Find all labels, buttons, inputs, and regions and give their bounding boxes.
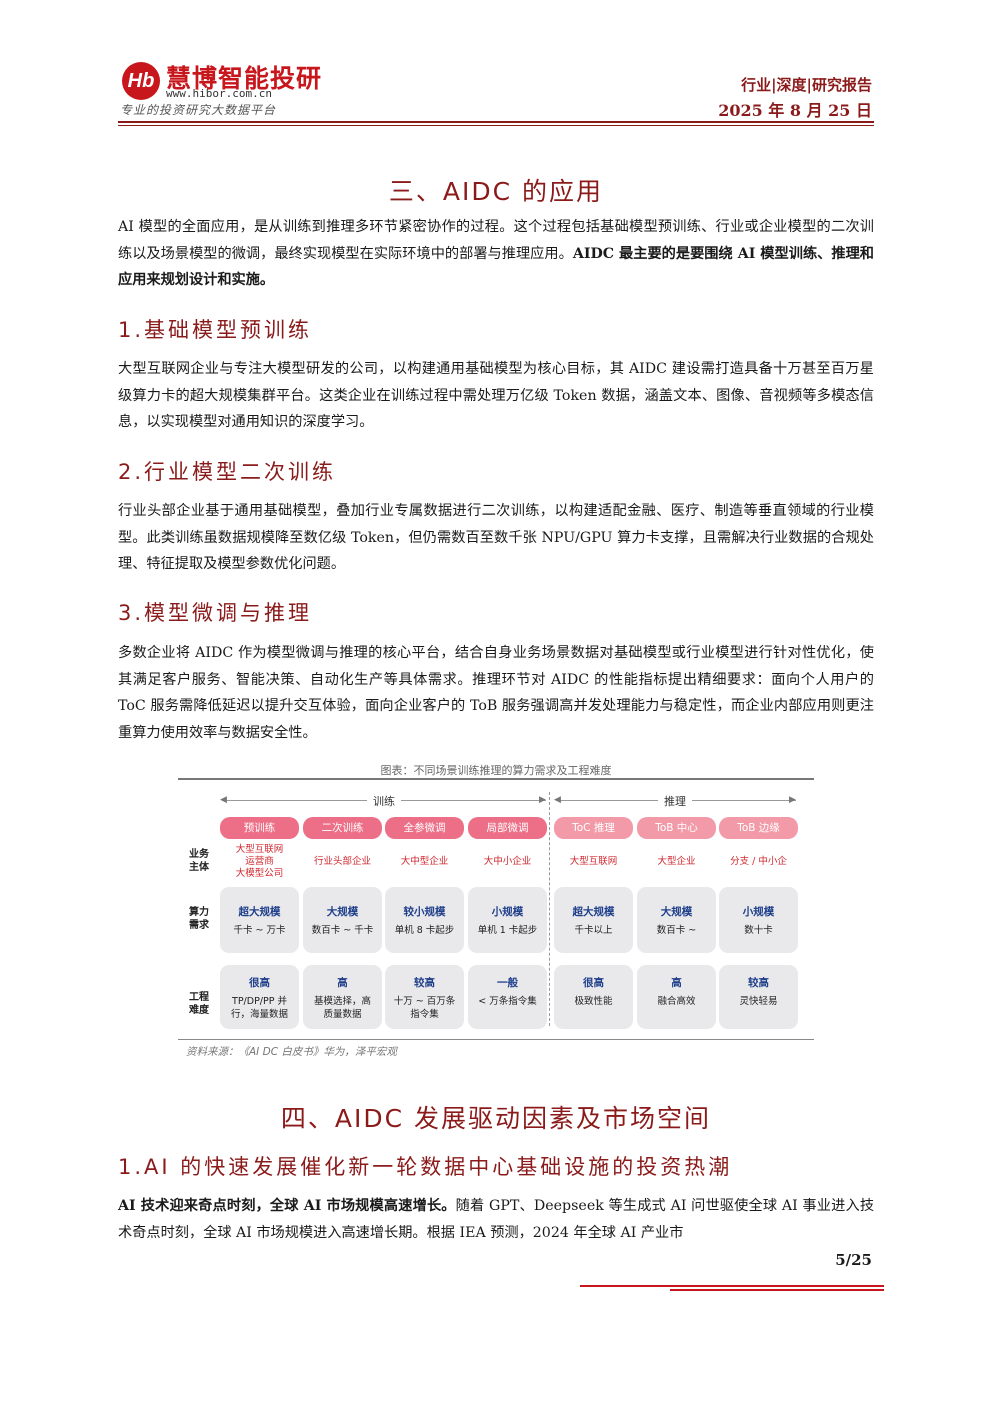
- difficulty-level: 高: [671, 977, 682, 989]
- compute-level: 大规模: [326, 906, 359, 918]
- compute-detail: 千卡以上: [574, 925, 613, 936]
- section3-intro-bold: AIDC 最主要的是要围绕 AI 模型训练、推理和应用来规划设计和实施。: [118, 245, 874, 289]
- section4-text: AI 技术迎来奇点时刻，全球 AI 市场规模高速增长。随着 GPT、Deepse…: [118, 1193, 874, 1246]
- compute-demand-card: 大规模数百卡 ~: [637, 887, 716, 953]
- difficulty-detail: 极致性能: [574, 996, 613, 1007]
- report-type: 行业|深度|研究报告: [741, 76, 872, 94]
- difficulty-detail: 十万 ~ 百万条 指令集: [393, 996, 456, 1020]
- footer-rule: [580, 1285, 884, 1287]
- compute-detail: 单机 8 卡起步: [394, 925, 455, 936]
- figure-caption: 图表：不同场景训练推理的算力需求及工程难度: [380, 764, 612, 777]
- compute-level: 小规模: [742, 906, 775, 918]
- figure-bottom-rule: [178, 1039, 814, 1040]
- row-label-difficulty: 工程 难度: [189, 992, 209, 1016]
- business-subject-cell: 大中型企业: [400, 856, 449, 867]
- header-rule-thin: [118, 125, 874, 126]
- subsection1-title: 1.基础模型预训练: [118, 318, 313, 342]
- compute-detail: 数十卡: [744, 925, 773, 936]
- figure-table: ◀ ▶ 训练 ◀ ▶ 推理 业务 主体 算力 需求 工程 难度 预训练大型互联网…: [178, 780, 814, 1038]
- section4-title: 四、AIDC 发展驱动因素及市场空间: [280, 1104, 712, 1133]
- section3-intro: AI 模型的全面应用，是从训练到推理多环节紧密协作的过程。这个过程包括基础模型预…: [118, 214, 874, 294]
- arrow-right-icon: ▶: [789, 795, 796, 805]
- header-rule: [118, 121, 874, 123]
- compute-detail: 数百卡 ~ 千卡: [311, 925, 374, 936]
- compute-level: 较小规模: [403, 906, 446, 918]
- business-subject-cell: 大型互联网: [569, 856, 618, 867]
- figure-top-rule: [178, 778, 814, 780]
- row-label-subject: 业务 主体: [189, 849, 209, 873]
- arrow-right-icon: ▶: [539, 795, 546, 805]
- brand-name: 慧博智能投研: [166, 64, 323, 93]
- business-subject-cell: 大型企业: [657, 856, 696, 867]
- brand-logo-icon: Hb: [122, 62, 160, 100]
- difficulty-level: 较高: [748, 977, 769, 989]
- compute-level: 超大规模: [238, 906, 281, 918]
- column-header: 预训练: [220, 817, 299, 839]
- business-subject-cell: 行业头部企业: [313, 856, 371, 867]
- arrow-left-icon: ◀: [554, 795, 561, 805]
- subsection2-text: 行业头部企业基于通用基础模型，叠加行业专属数据进行二次训练，以构建适配金融、医疗…: [118, 503, 874, 572]
- engineering-difficulty-card: 一般 < 万条指令集: [468, 965, 547, 1029]
- compute-demand-card: 小规模数十卡: [719, 887, 798, 953]
- difficulty-detail: 灵快轻易: [739, 996, 778, 1007]
- column-header: 局部微调: [468, 817, 547, 839]
- column-header: 二次训练: [303, 817, 382, 839]
- difficulty-level: 高: [337, 977, 348, 989]
- section3-title: 三、AIDC 的应用: [388, 177, 604, 206]
- arrow-left-icon: ◀: [220, 795, 227, 805]
- engineering-difficulty-card: 高基模选择，高 质量数据: [303, 965, 382, 1029]
- subsection3-text: 多数企业将 AIDC 作为模型微调与推理的核心平台，结合自身业务场景数据对基础模…: [118, 645, 874, 741]
- difficulty-detail: 基模选择，高 质量数据: [313, 996, 371, 1020]
- engineering-difficulty-card: 较高灵快轻易: [719, 965, 798, 1029]
- compute-demand-card: 较小规模单机 8 卡起步: [385, 887, 464, 953]
- brand-slogan: 专业的投资研究大数据平台: [120, 103, 277, 117]
- column-header: ToB 中心: [637, 817, 716, 839]
- training-phase-label: 训练: [367, 793, 401, 809]
- compute-detail: 千卡 ~ 万卡: [233, 925, 286, 936]
- phase-divider: [549, 792, 550, 1026]
- difficulty-level: 较高: [414, 977, 435, 989]
- business-subject-cell: 分支 / 中小企: [730, 856, 787, 867]
- compute-level: 大规模: [660, 906, 693, 918]
- report-date: 2025 年 8 月 25 日: [718, 101, 872, 120]
- section4-subsection1-title: 1.AI 的快速发展催化新一轮数据中心基础设施的投资热潮: [118, 1155, 733, 1179]
- compute-demand-card: 超大规模千卡以上: [554, 887, 633, 953]
- row-label-compute: 算力 需求: [189, 907, 209, 931]
- compute-demand-card: 超大规模千卡 ~ 万卡: [220, 887, 299, 953]
- difficulty-level: 很高: [583, 977, 604, 989]
- column-header: 全参微调: [385, 817, 464, 839]
- section4-text-plain: 随着 GPT、Deepseek 等生成式 AI 问世驱使全球 AI 事业进入技术…: [118, 1198, 875, 1241]
- compute-demand-card: 大规模数百卡 ~ 千卡: [303, 887, 382, 953]
- column-header: ToC 推理: [554, 817, 633, 839]
- engineering-difficulty-card: 较高十万 ~ 百万条 指令集: [385, 965, 464, 1029]
- business-subject-cell: 大型互联网 运营商 大模型公司: [235, 844, 284, 879]
- page-number: 5/25: [835, 1251, 872, 1269]
- engineering-difficulty-card: 很高极致性能: [554, 965, 633, 1029]
- figure-source: 资料来源：《AI DC 白皮书》华为，泽平宏观: [186, 1046, 397, 1058]
- compute-level: 超大规模: [572, 906, 615, 918]
- subsection2-title: 2.行业模型二次训练: [118, 460, 337, 484]
- engineering-difficulty-card: 很高 TP/DP/PP 并 行，海量数据: [220, 965, 299, 1029]
- column-header: ToB 边缘: [719, 817, 798, 839]
- difficulty-detail: 融合高效: [657, 996, 696, 1007]
- difficulty-level: 一般: [497, 977, 518, 989]
- difficulty-detail: TP/DP/PP 并 行，海量数据: [230, 996, 288, 1020]
- compute-level: 小规模: [491, 906, 524, 918]
- compute-demand-card: 小规模单机 1 卡起步: [468, 887, 547, 953]
- subsection3-title: 3.模型微调与推理: [118, 601, 313, 625]
- business-subject-cell: 大中小企业: [483, 856, 532, 867]
- section3-intro-plain: AI 模型的全面应用，是从训练到推理多环节紧密协作的过程。这个过程包括基础模型预…: [118, 219, 874, 262]
- difficulty-detail: < 万条指令集: [478, 996, 537, 1007]
- footer-rule-short: [670, 1289, 884, 1291]
- section4-text-bold: AI 技术迎来奇点时刻，全球 AI 市场规模高速增长。: [118, 1198, 456, 1214]
- inference-phase-label: 推理: [658, 793, 692, 809]
- difficulty-level: 很高: [249, 977, 270, 989]
- compute-detail: 单机 1 卡起步: [477, 925, 538, 936]
- subsection1-text: 大型互联网企业与专注大模型研发的公司，以构建通用基础模型为核心目标，其 AIDC…: [118, 361, 874, 430]
- brand-url: www.hibor.com.cn: [166, 87, 272, 100]
- engineering-difficulty-card: 高融合高效: [637, 965, 716, 1029]
- compute-detail: 数百卡 ~: [656, 925, 697, 936]
